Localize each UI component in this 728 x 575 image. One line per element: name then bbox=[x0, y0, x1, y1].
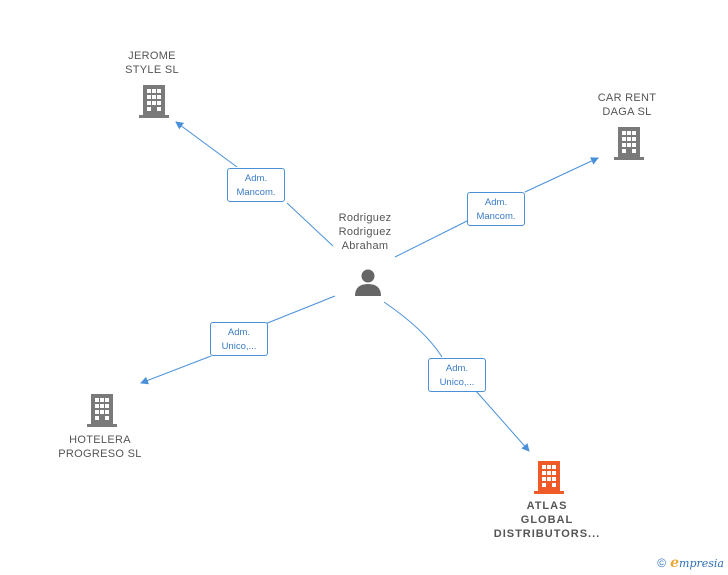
building-icon[interactable] bbox=[533, 460, 565, 494]
footer-credit: © empresia bbox=[657, 555, 724, 571]
edge-jerome bbox=[176, 122, 334, 247]
building-icon[interactable] bbox=[613, 126, 645, 160]
hotelera-label: HOTELERA PROGRESO SL bbox=[58, 434, 142, 460]
carrent-label: CAR RENT DAGA SL bbox=[597, 92, 657, 118]
edge-atlas bbox=[383, 301, 529, 451]
edge-hotelera bbox=[141, 295, 336, 383]
copyright-icon: © bbox=[657, 556, 667, 570]
edge-label-atlas[interactable]: Adm. Unico,... bbox=[428, 358, 486, 392]
building-icon[interactable] bbox=[138, 84, 170, 118]
jerome-label: JEROME STYLE SL bbox=[125, 50, 179, 76]
edge-label-hotelera[interactable]: Adm. Unico,... bbox=[210, 322, 268, 356]
brand-logo[interactable]: empresia bbox=[670, 555, 724, 571]
person-icon[interactable] bbox=[353, 267, 383, 297]
person-label: Rodriguez Rodriguez Abraham bbox=[338, 212, 392, 252]
edge-carrent bbox=[394, 158, 598, 258]
atlas-label: ATLAS GLOBAL DISTRIBUTORS... bbox=[493, 500, 601, 540]
building-icon[interactable] bbox=[86, 393, 118, 427]
edge-label-carrent[interactable]: Adm. Mancom. bbox=[467, 192, 525, 226]
edge-label-jerome[interactable]: Adm. Mancom. bbox=[227, 168, 285, 202]
